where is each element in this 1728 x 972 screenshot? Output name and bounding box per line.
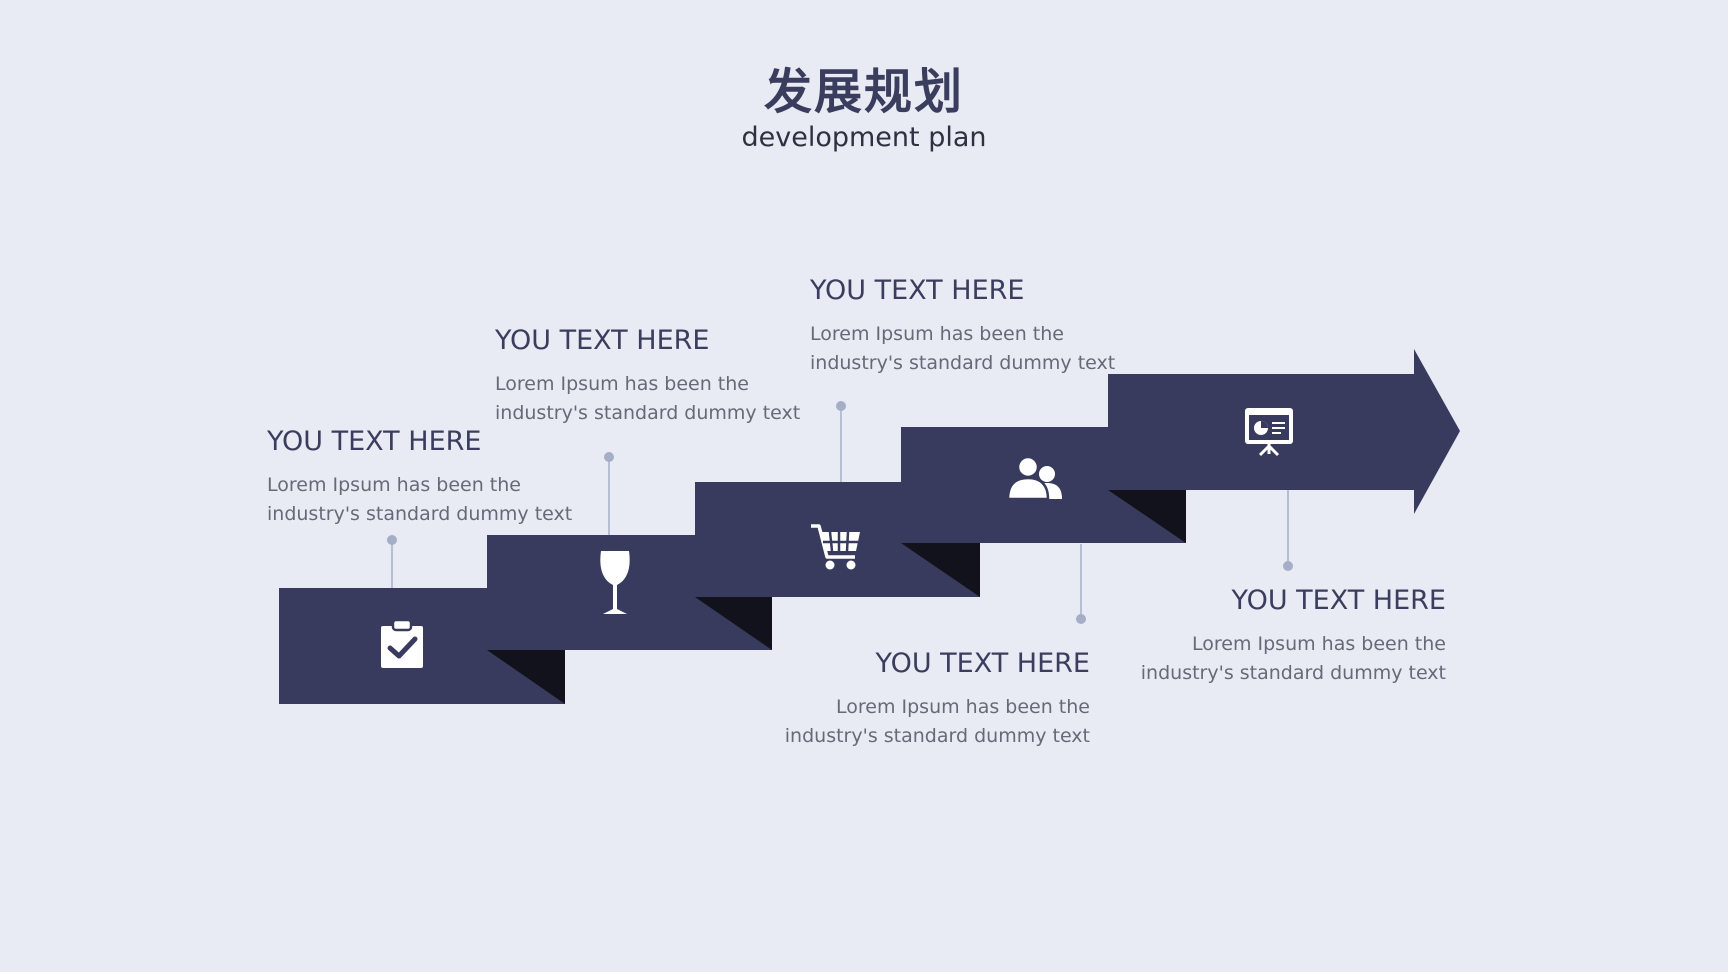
step-fold-3 — [901, 543, 980, 597]
connector-1 — [387, 535, 397, 588]
step-2-heading: YOU TEXT HERE — [495, 325, 710, 356]
step-fold-1 — [487, 650, 565, 704]
connector-4 — [1076, 544, 1086, 624]
step-1-heading: YOU TEXT HERE — [267, 426, 482, 457]
step-4-description-line-2: industry's standard dummy text — [784, 725, 1090, 747]
clipboard-check-icon — [381, 618, 423, 668]
step-3-description-line-2: industry's standard dummy text — [810, 352, 1116, 374]
step-fold-2 — [695, 597, 772, 650]
step-2-description-line-2: industry's standard dummy text — [495, 402, 801, 424]
connector-2 — [604, 452, 614, 535]
page-title: 发展规划 — [763, 64, 964, 120]
presentation-board-icon — [1245, 408, 1293, 457]
users-icon — [1006, 455, 1062, 501]
step-4-heading: YOU TEXT HERE — [875, 648, 1090, 679]
step-1-description-line-2: industry's standard dummy text — [267, 503, 573, 525]
step-5-description-line-2: industry's standard dummy text — [1140, 662, 1446, 684]
wine-glass-icon — [600, 551, 630, 614]
step-3-description-line-1: Lorem Ipsum has been the — [810, 323, 1064, 345]
step-4-description-line-1: Lorem Ipsum has been the — [836, 696, 1090, 718]
step-fold-4 — [1108, 490, 1186, 543]
shopping-cart-icon — [811, 524, 860, 570]
step-2-description-line-1: Lorem Ipsum has been the — [495, 373, 749, 395]
connector-3 — [836, 401, 846, 482]
step-5-description-line-1: Lorem Ipsum has been the — [1192, 633, 1446, 655]
step-5-heading: YOU TEXT HERE — [1231, 585, 1446, 616]
step-1-description-line-1: Lorem Ipsum has been the — [267, 474, 521, 496]
connector-5 — [1283, 490, 1293, 571]
page-subtitle: development plan — [741, 122, 987, 153]
step-3-heading: YOU TEXT HERE — [810, 275, 1025, 306]
